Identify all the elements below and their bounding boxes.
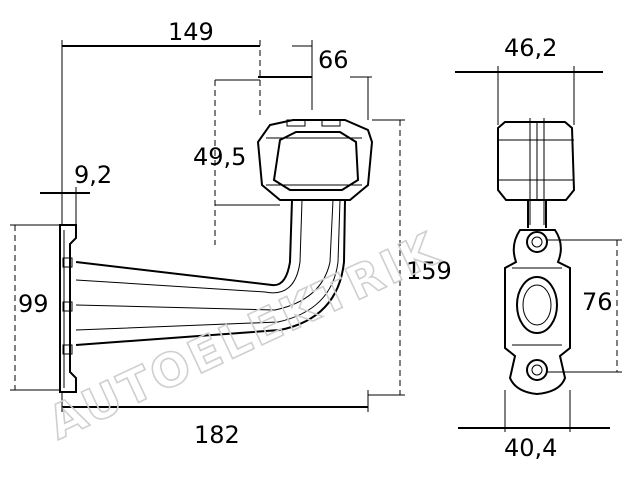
front-view (59, 119, 374, 393)
dim-99: 99 (18, 290, 49, 318)
dim-9-2: 9,2 (74, 161, 112, 189)
dim-159: 159 (406, 257, 452, 285)
bracket-arm (75, 199, 293, 287)
dim-40-4: 40,4 (504, 434, 557, 462)
front-dimensions (10, 40, 405, 412)
side-dimensions (455, 66, 622, 432)
dim-66: 66 (318, 46, 349, 74)
side-bracket (504, 229, 571, 396)
dim-182: 182 (194, 421, 240, 449)
side-lamp-head (497, 121, 576, 201)
dim-149: 149 (168, 18, 214, 46)
watermark: AUTOELEKTRIK (40, 221, 448, 450)
side-view (497, 118, 576, 396)
dim-46-2: 46,2 (504, 34, 557, 62)
dim-49-5: 49,5 (193, 143, 246, 171)
dim-76: 76 (582, 288, 613, 316)
mounting-plate (59, 224, 77, 393)
